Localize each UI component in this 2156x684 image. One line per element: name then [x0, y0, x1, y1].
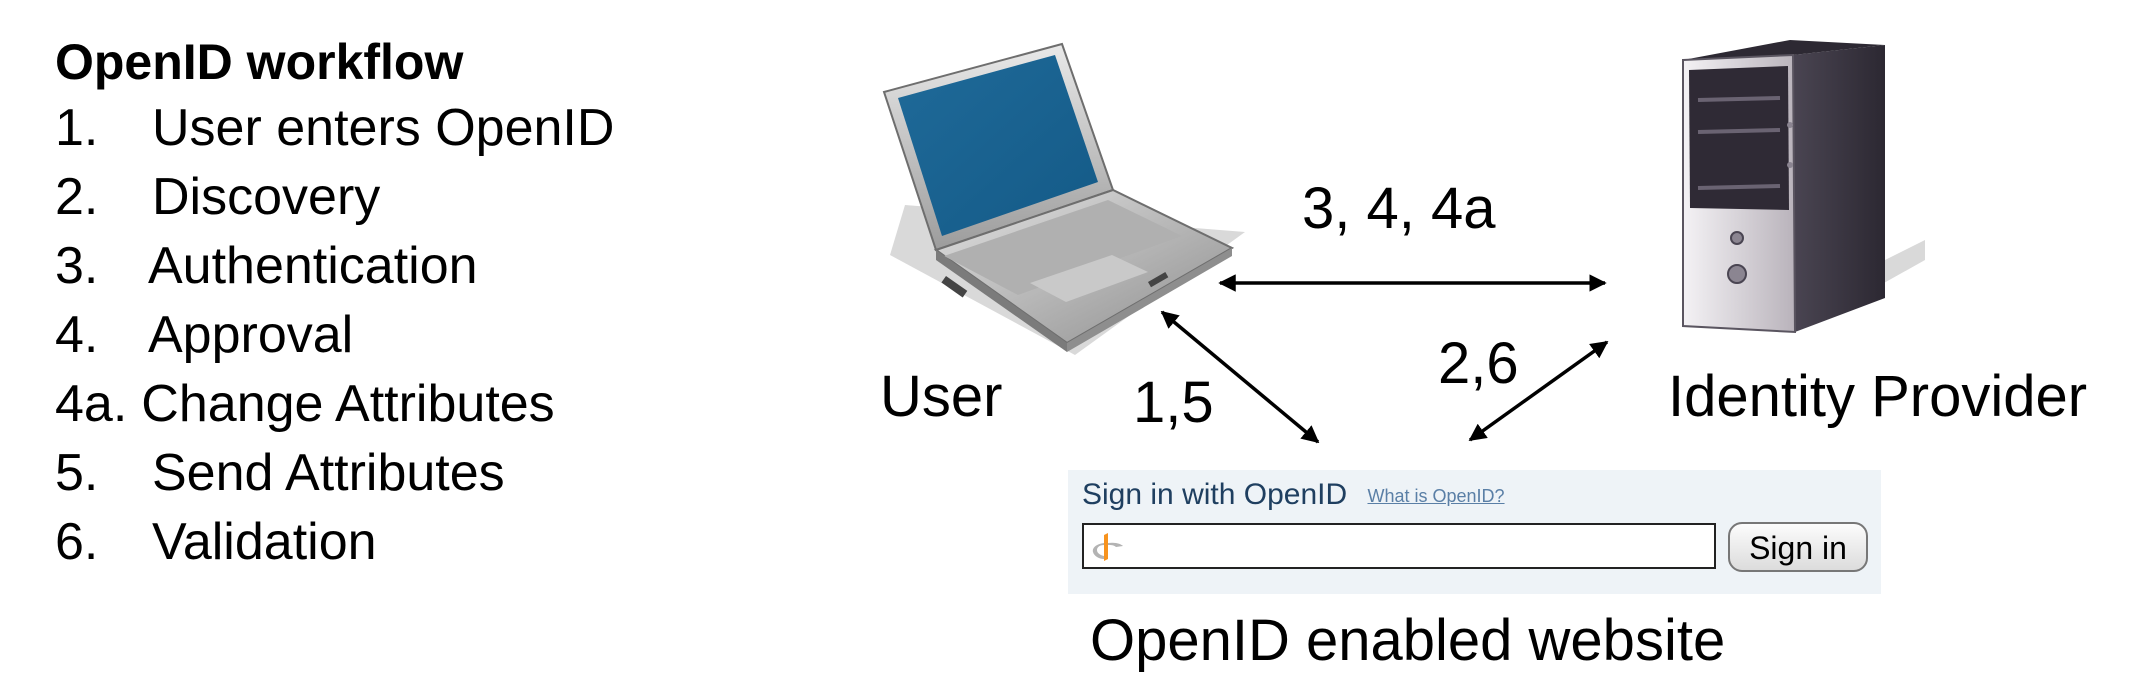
what-is-openid-link[interactable]: What is OpenID? — [1367, 485, 1505, 506]
workflow-step: 3. Authentication — [55, 232, 614, 301]
openid-input[interactable] — [1082, 523, 1716, 569]
workflow-list: OpenID workflow 1. User enters OpenID 2.… — [55, 30, 614, 577]
workflow-step: 5. Send Attributes — [55, 439, 614, 508]
step-text: User enters OpenID — [152, 99, 615, 157]
signin-heading-text: Sign in with OpenID — [1082, 478, 1348, 511]
step-number: 5. — [55, 444, 99, 502]
edge-label-user-idp: 3, 4, 4a — [1302, 176, 1496, 241]
step-number: 4. — [55, 306, 99, 364]
edge-label-user-website: 1,5 — [1133, 370, 1214, 435]
signin-heading: Sign in with OpenID What is OpenID? — [1082, 478, 1505, 512]
openid-logo-icon — [1092, 533, 1123, 561]
edge-label-website-idp: 2,6 — [1438, 331, 1519, 396]
step-number: 3. — [55, 237, 99, 295]
step-text: Send Attributes — [152, 444, 505, 502]
step-text: Discovery — [152, 168, 381, 226]
workflow-step: 6. Validation — [55, 508, 614, 577]
step-text: Validation — [152, 513, 377, 571]
workflow-step: 2. Discovery — [55, 163, 614, 232]
server-tower-icon — [1682, 40, 1925, 334]
signin-button[interactable]: Sign in — [1728, 522, 1868, 572]
workflow-step: 4a. Change Attributes — [55, 370, 614, 439]
website-label: OpenID enabled website — [1090, 608, 1726, 673]
laptop-icon — [882, 42, 1245, 355]
edge-user-website-arrow — [1160, 310, 1320, 444]
workflow-step: 4. Approval — [55, 301, 614, 370]
edge-website-idp-arrow — [1468, 340, 1609, 442]
step-text: Change Attributes — [141, 375, 555, 433]
step-number: 4a. — [55, 375, 128, 433]
step-number: 6. — [55, 513, 99, 571]
step-text: Authentication — [148, 237, 478, 295]
step-number: 2. — [55, 168, 99, 226]
workflow-step: 1. User enters OpenID — [55, 94, 614, 163]
step-text: Approval — [148, 306, 354, 364]
workflow-title: OpenID workflow — [55, 34, 464, 90]
identity-provider-label: Identity Provider — [1668, 364, 2088, 429]
user-label: User — [880, 364, 1003, 429]
step-number: 1. — [55, 99, 99, 157]
openid-signin-widget: Sign in with OpenID What is OpenID? Sign… — [1068, 470, 1881, 594]
